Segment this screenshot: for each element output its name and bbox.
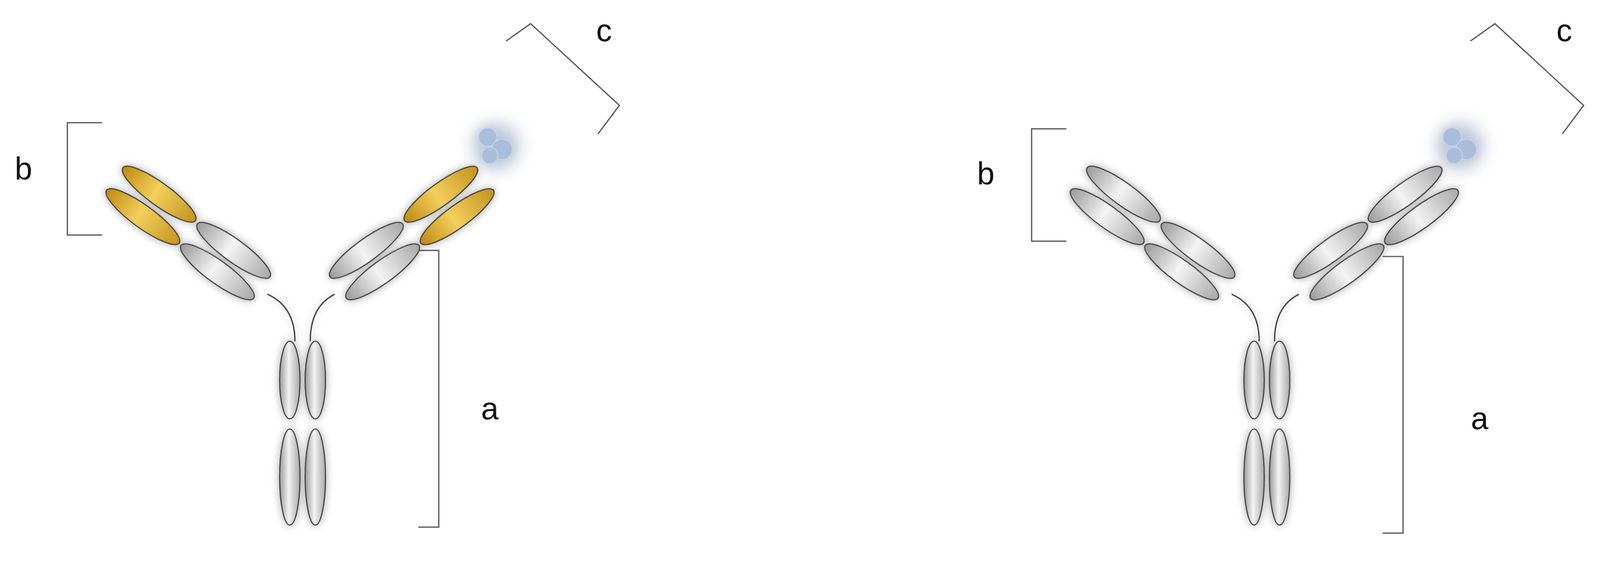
brackets-right xyxy=(1031,23,1584,533)
part-label: a xyxy=(481,392,499,425)
part-label: c xyxy=(1556,14,1572,47)
part-label: a xyxy=(1470,402,1489,434)
part-label: c xyxy=(596,14,612,47)
part-label: b xyxy=(14,152,33,185)
part-label: b xyxy=(976,157,995,190)
brackets-left xyxy=(67,23,620,527)
antibody-right xyxy=(1064,125,1481,525)
antibody-left xyxy=(99,125,516,525)
